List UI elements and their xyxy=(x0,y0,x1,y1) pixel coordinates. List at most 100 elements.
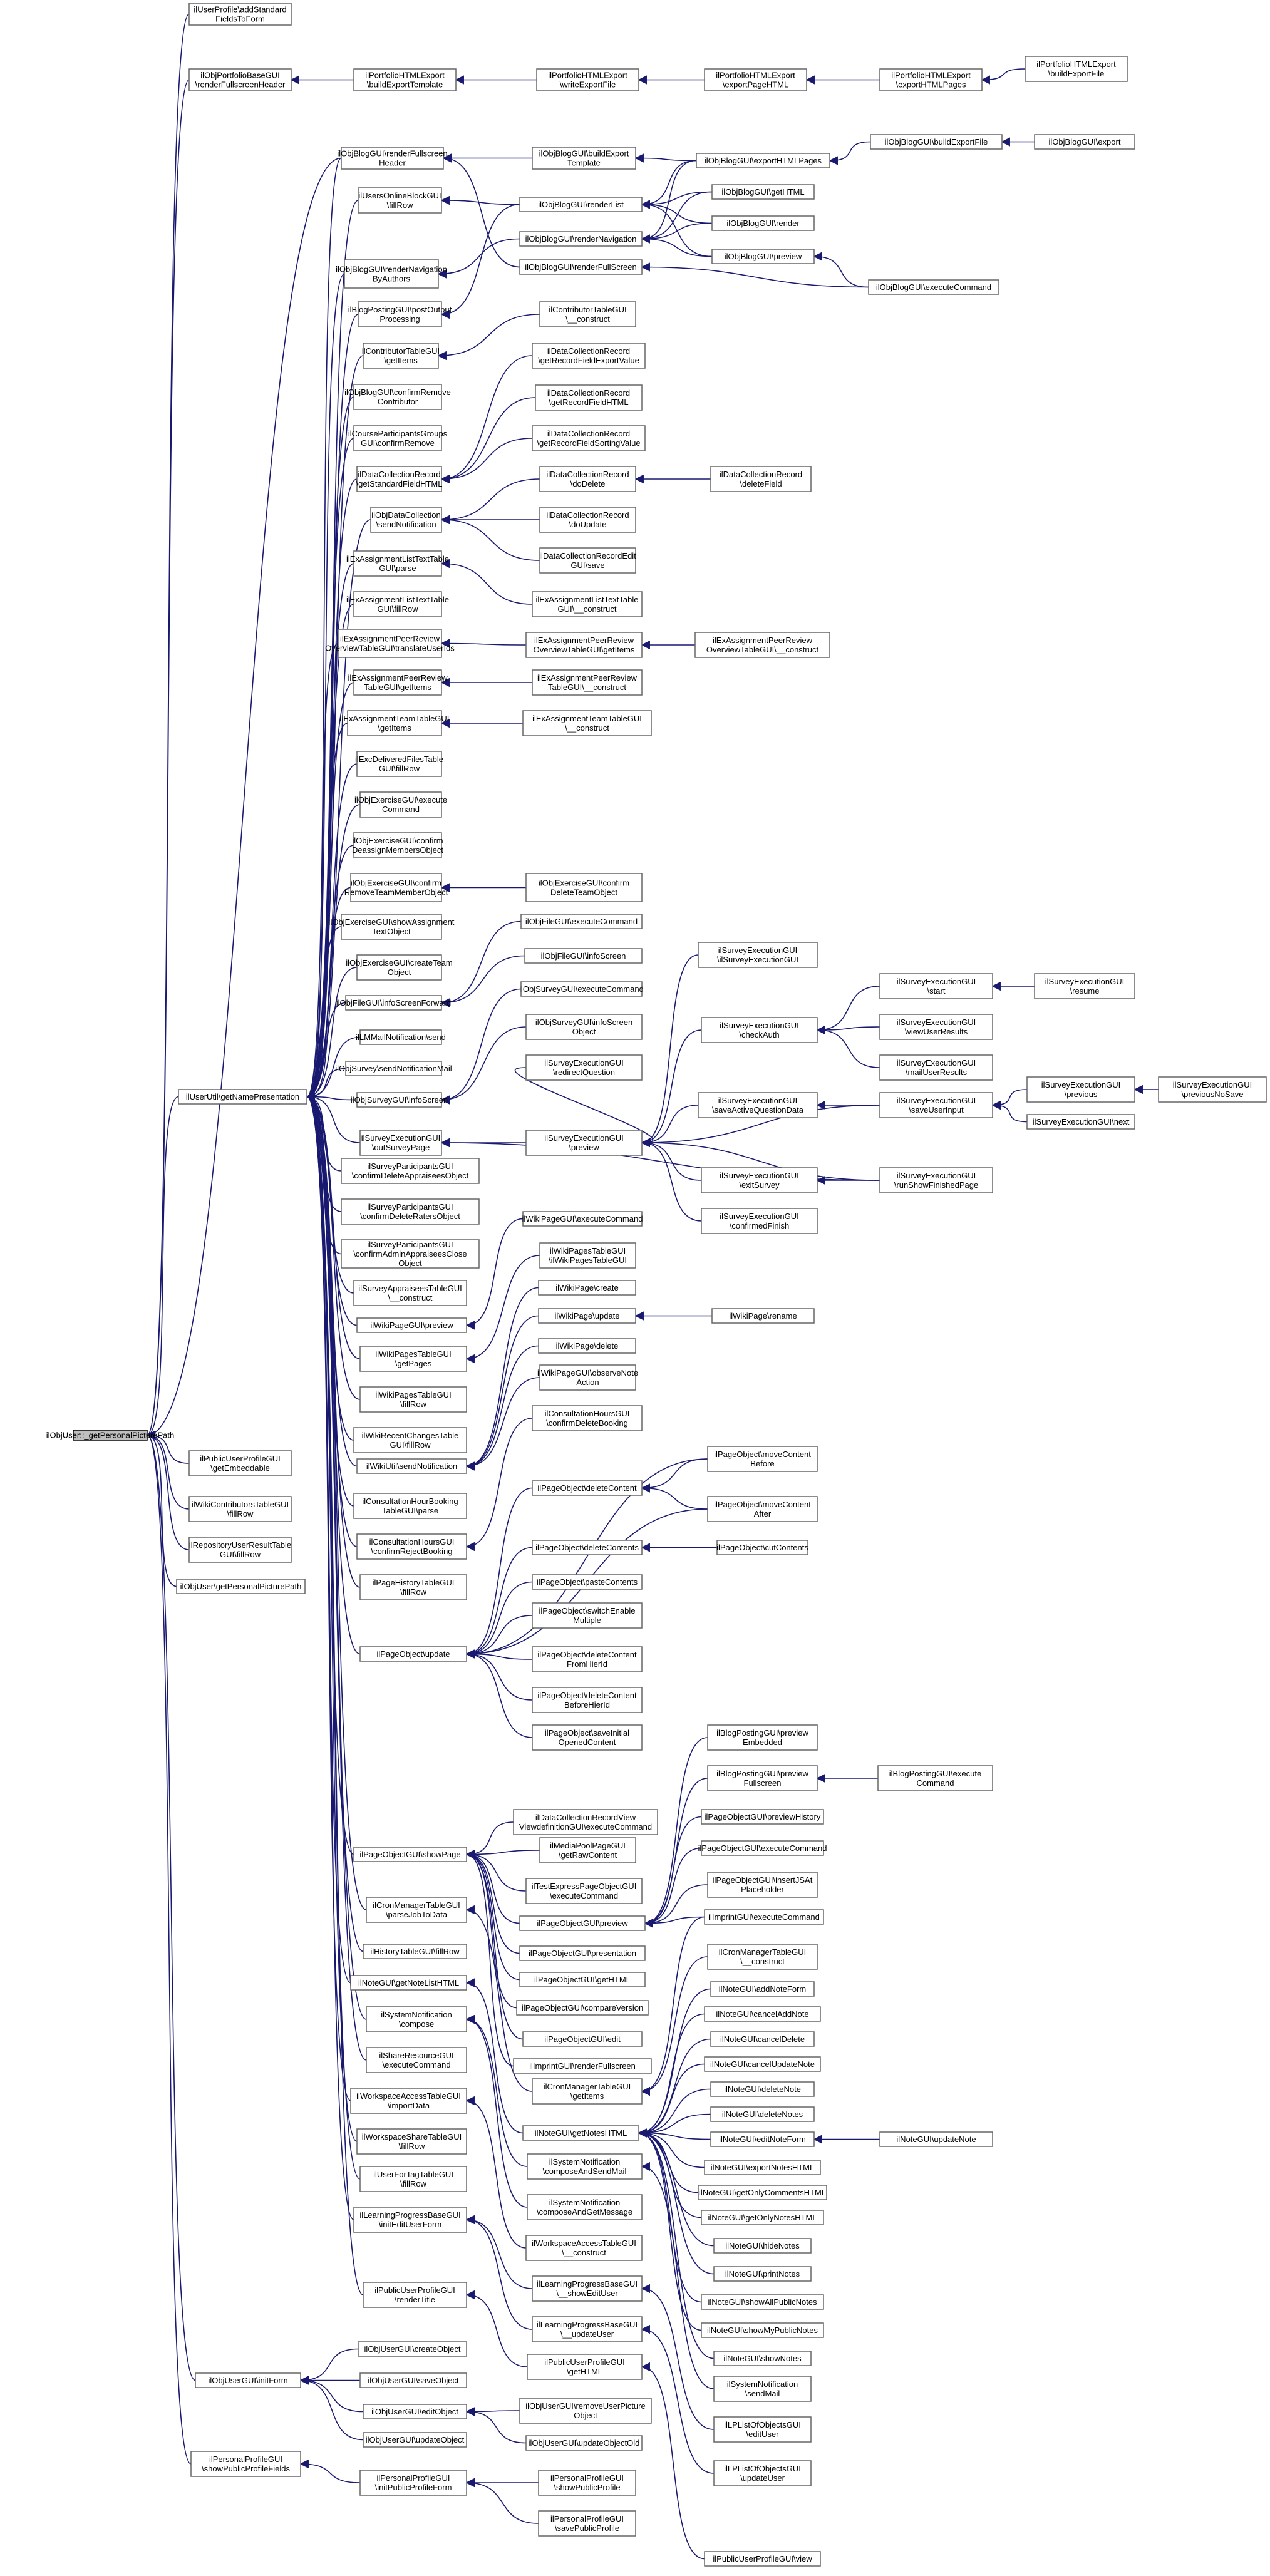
graph-node-n143[interactable]: ilNoteGUI\editNoteForm xyxy=(710,2131,815,2147)
graph-node-n154[interactable]: ilLearningProgressBaseGUI\__showEditUser xyxy=(532,2275,643,2302)
graph-node-n156[interactable]: ilNoteGUI\printNotes xyxy=(713,2266,812,2282)
graph-node-n140[interactable]: ilWorkspaceShareTableGUI\fillRow xyxy=(356,2128,467,2155)
graph-node-n64[interactable]: ilSurveyExecutionGUI\checkAuth xyxy=(701,1017,818,1043)
graph-node-n88[interactable]: ilWikiPage\rename xyxy=(711,1308,815,1324)
graph-node-n10[interactable]: ilObjBlogGUI\renderFullscreenHeader xyxy=(337,147,448,170)
graph-node-n49[interactable]: ilObjExerciseGUI\confirmRemoveTeamMember… xyxy=(344,873,448,902)
graph-node-n74[interactable]: ilSurveyExecutionGUI\previousNoSave xyxy=(1158,1076,1267,1103)
graph-node-n68[interactable]: ilUserUtil\getNamePresentation xyxy=(178,1089,307,1105)
graph-node-n123[interactable]: ilPageObjectGUI\presentation xyxy=(519,1945,646,1961)
graph-node-n112[interactable]: ilBlogPostingGUI\executeCommand xyxy=(877,1765,993,1791)
graph-node-n95[interactable]: ilWikiUtil\sendNotification xyxy=(356,1458,467,1474)
graph-node-n116[interactable]: ilMediaPoolPageGUI\getRawContent xyxy=(539,1837,636,1863)
graph-node-n164[interactable]: ilObjUserGUI\saveObject xyxy=(359,2372,467,2388)
graph-node-n14[interactable]: ilObjBlogGUI\renderList xyxy=(519,197,643,212)
graph-node-n31[interactable]: ilDataCollectionRecord\doDelete xyxy=(539,466,636,492)
graph-node-n91[interactable]: ilWikiPagesTableGUI\fillRow xyxy=(359,1386,467,1413)
graph-node-n38[interactable]: ilExAssignmentListTextTableGUI\__constru… xyxy=(532,591,643,617)
graph-node-n85[interactable]: ilWikiPage\create xyxy=(538,1280,636,1296)
graph-node-n153[interactable]: ilNoteGUI\hideNotes xyxy=(713,2238,812,2254)
graph-node-n62[interactable]: ilSurveyExecutionGUI\start xyxy=(879,973,993,999)
graph-node-n81[interactable]: ilSurveyParticipantsGUI\confirmAdminAppr… xyxy=(341,1239,480,1269)
graph-node-n104[interactable]: ilPageHistoryTableGUI\fillRow xyxy=(359,1574,467,1600)
graph-node-n30[interactable]: ilDataCollectionRecord\getStandardFieldH… xyxy=(356,466,443,492)
graph-node-n39[interactable]: ilExAssignmentPeerReviewOverviewTableGUI… xyxy=(325,629,455,658)
graph-node-n121[interactable]: ilPageObjectGUI\preview xyxy=(519,1915,646,1931)
graph-node-n173[interactable]: ilPersonalProfileGUI\showPublicProfile xyxy=(538,2470,636,2496)
graph-node-n155[interactable]: ilPublicUserProfileGUI\renderTitle xyxy=(363,2282,467,2308)
graph-node-n134[interactable]: ilNoteGUI\cancelDelete xyxy=(710,2031,815,2047)
graph-node-n66[interactable]: ilSurveyExecutionGUI\mailUserResults xyxy=(879,1054,993,1081)
graph-node-n163[interactable]: ilObjUserGUI\initForm xyxy=(195,2372,301,2388)
graph-node-n73[interactable]: ilSurveyExecutionGUI\previous xyxy=(1026,1076,1135,1103)
graph-node-n65[interactable]: ilSurveyExecutionGUI\viewUserResults xyxy=(879,1014,993,1040)
graph-node-n120[interactable]: ilCronManagerTableGUI\parseJobToData xyxy=(366,1897,467,1923)
graph-node-n67[interactable]: ilSurveyExecutionGUI\redirectQuestion xyxy=(525,1054,643,1081)
graph-node-n82[interactable]: ilWikiPageGUI\executeCommand xyxy=(522,1211,643,1227)
graph-node-n130[interactable]: ilSystemNotification\compose xyxy=(366,2006,467,2032)
graph-node-n162[interactable]: ilObjUserGUI\createObject xyxy=(358,2341,467,2357)
graph-node-n80[interactable]: ilSurveyExecutionGUI\confirmedFinish xyxy=(701,1208,818,1234)
graph-node-n41[interactable]: ilExAssignmentPeerReviewOverviewTableGUI… xyxy=(694,632,830,658)
graph-node-n170[interactable]: ilLPListOfObjectsGUI\editUser xyxy=(713,2416,812,2443)
graph-node-n165[interactable]: ilSystemNotification\sendMail xyxy=(713,2376,812,2402)
graph-node-n159[interactable]: ilPublicUserProfileGUI\getHTML xyxy=(527,2354,643,2380)
graph-node-n94[interactable]: ilConsultationHoursGUI\confirmDeleteBook… xyxy=(532,1405,643,1431)
graph-node-n126[interactable]: ilPageObjectGUI\getHTML xyxy=(519,1972,646,1987)
graph-node-n77[interactable]: ilSurveyExecutionGUI\exitSurvey xyxy=(701,1167,818,1193)
graph-node-n84[interactable]: ilSurveyAppraiseesTableGUI\__construct xyxy=(353,1280,467,1306)
graph-node-n61[interactable]: ilSurveyExecutionGUI\ilSurveyExecutionGU… xyxy=(698,942,818,968)
graph-node-n54[interactable]: ilObjFileGUI\infoScreen xyxy=(524,948,643,964)
graph-node-n43[interactable]: ilExAssignmentPeerReviewTableGUI\__const… xyxy=(532,669,643,696)
graph-node-n27[interactable]: ilDataCollectionRecord\getRecordFieldHTM… xyxy=(535,384,643,411)
graph-node-n161[interactable]: ilNoteGUI\showNotes xyxy=(713,2351,812,2366)
graph-node-n18[interactable]: ilObjBlogGUI\preview xyxy=(711,249,815,264)
graph-node-n102[interactable]: ilPageObject\cutContents xyxy=(716,1540,808,1555)
graph-node-n160[interactable]: ilNoteGUI\showMyPublicNotes xyxy=(701,2322,824,2338)
graph-node-n180[interactable]: ilObjUser\getPersonalPicturePath xyxy=(176,1579,306,1594)
graph-node-n16[interactable]: ilObjBlogGUI\render xyxy=(711,215,815,231)
graph-node-n5[interactable]: ilPortfolioHTMLExport\exportPageHTML xyxy=(704,68,807,91)
graph-node-n60[interactable]: ilObjSurveyGUI\infoScreen xyxy=(351,1092,448,1108)
graph-node-n32[interactable]: ilDataCollectionRecord\deleteField xyxy=(710,466,812,492)
graph-node-n90[interactable]: ilWikiPage\delete xyxy=(538,1338,636,1354)
graph-node-n86[interactable]: ilWikiPageGUI\preview xyxy=(356,1317,467,1333)
graph-node-n40[interactable]: ilExAssignmentPeerReviewOverviewTableGUI… xyxy=(525,632,643,658)
graph-node-n4[interactable]: ilPortfolioHTMLExport\writeExportFile xyxy=(536,68,639,91)
graph-node-n113[interactable]: ilDataCollectionRecordViewViewdefinition… xyxy=(513,1809,658,1835)
graph-node-n114[interactable]: ilPageObjectGUI\previewHistory xyxy=(701,1809,824,1825)
graph-node-n70[interactable]: ilSurveyExecutionGUI\preview xyxy=(525,1130,643,1156)
graph-node-n76[interactable]: ilSurveyParticipantsGUI\confirmDeleteApp… xyxy=(341,1158,480,1184)
graph-node-n101[interactable]: ilPageObject\deleteContents xyxy=(532,1540,643,1555)
graph-node-n148[interactable]: ilLearningProgressBaseGUI\initEditUserFo… xyxy=(353,2207,467,2233)
graph-node-n47[interactable]: ilObjExerciseGUI\executeCommand xyxy=(354,791,447,818)
graph-node-n71[interactable]: ilSurveyExecutionGUI\saveActiveQuestionD… xyxy=(698,1092,818,1118)
graph-node-n6[interactable]: ilPortfolioHTMLExport\exportHTMLPages xyxy=(879,68,983,91)
graph-node-n125[interactable]: ilCronManagerTableGUI\__construct xyxy=(707,1944,818,1970)
graph-node-n151[interactable]: ilNoteGUI\getOnlyNotesHTML xyxy=(701,2210,824,2225)
graph-node-n48[interactable]: ilObjExerciseGUI\confirmDeassignMembersO… xyxy=(352,832,443,858)
graph-node-n157[interactable]: ilLearningProgressBaseGUI\__updateUser xyxy=(532,2316,643,2342)
graph-node-n177[interactable]: ilPublicUserProfileGUI\getEmbeddable xyxy=(188,1450,292,1476)
graph-node-n131[interactable]: ilNoteGUI\cancelAddNote xyxy=(704,2006,821,2022)
graph-node-n51[interactable]: ilObjExerciseGUI\showAssignmentTextObjec… xyxy=(329,914,455,940)
graph-node-n8[interactable]: ilObjBlogGUI\buildExportFile xyxy=(870,134,1003,150)
graph-node-n171[interactable]: ilPersonalProfileGUI\showPublicProfileFi… xyxy=(190,2451,301,2477)
graph-node-n72[interactable]: ilSurveyExecutionGUI\saveUserInput xyxy=(879,1092,993,1118)
graph-node-n29[interactable]: ilDataCollectionRecord\getRecordFieldSor… xyxy=(532,425,646,451)
